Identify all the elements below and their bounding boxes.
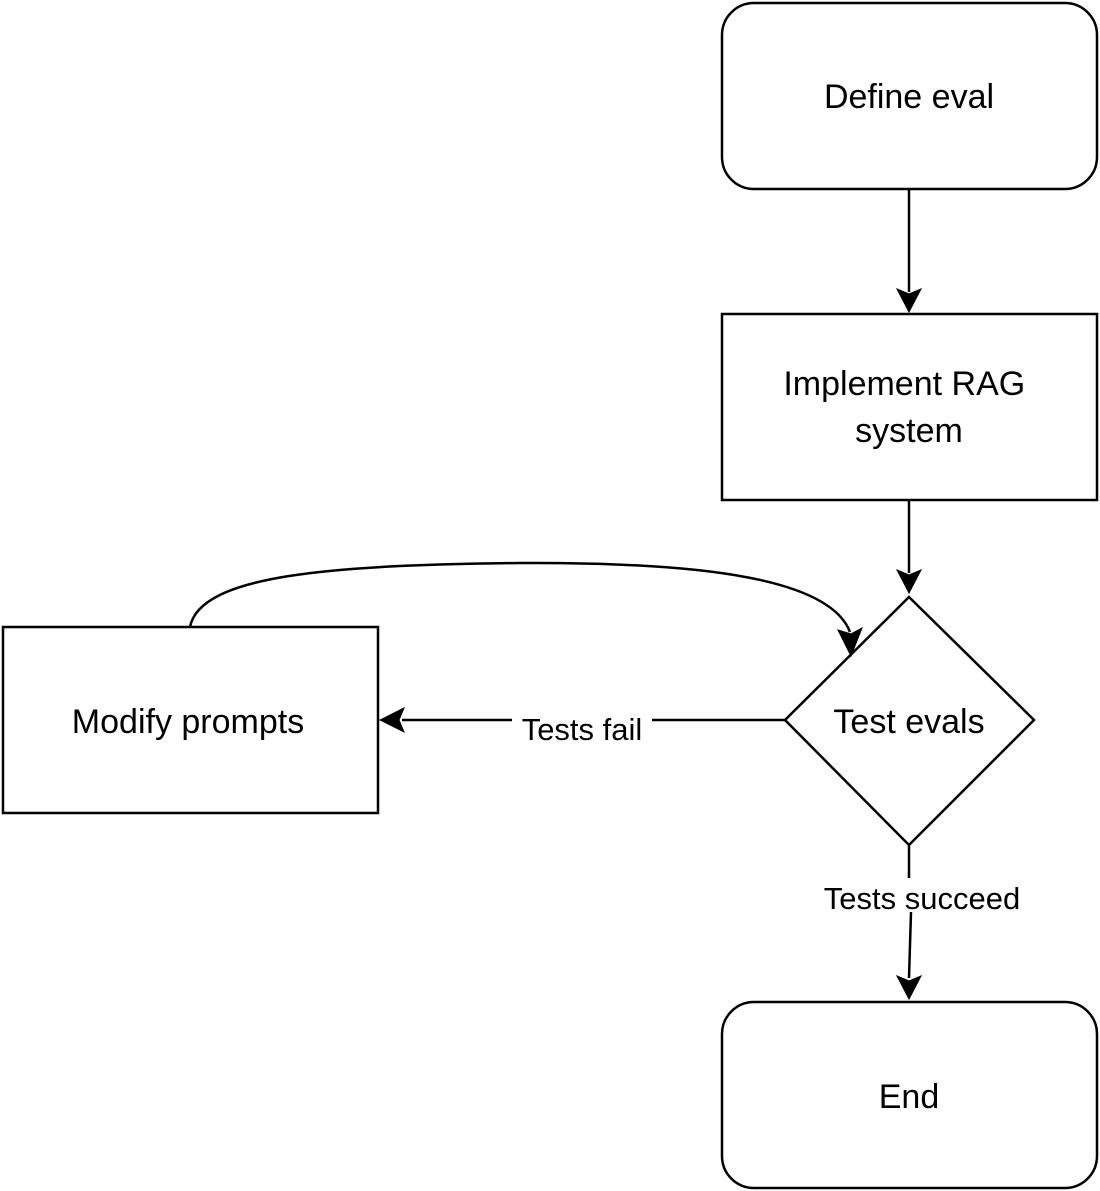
- edge-test-to-end: Tests succeed: [824, 845, 1020, 1001]
- edge-modify-to-test: [188, 561, 863, 658]
- implement-rag-label-line-1: Implement RAG: [783, 365, 1025, 403]
- modify-prompts-label: Modify prompts: [72, 703, 304, 741]
- arrow-head-icon: [895, 288, 923, 314]
- edge-modify-to-test-curve: [188, 561, 852, 633]
- modify-prompts-box: [1, 625, 380, 815]
- end-box: [720, 1000, 1099, 1190]
- node-end: End: [720, 1000, 1099, 1190]
- edge-test-to-end-line: [907, 845, 913, 979]
- arrow-head-icon: [895, 569, 923, 595]
- edge-implement-to-test: [895, 500, 923, 595]
- edge-test-to-modify: Tests fail: [378, 706, 785, 747]
- implement-rag-label: Implement RAG system: [783, 365, 1034, 450]
- tests-fail-label-background: [512, 708, 652, 746]
- node-define-eval: Define eval: [720, 1, 1099, 191]
- implement-rag-box: [720, 312, 1099, 502]
- node-test-evals: Test evals: [783, 595, 1036, 847]
- arrow-head-icon: [895, 975, 923, 1001]
- node-implement-rag: Implement RAG system: [720, 312, 1099, 502]
- tests-succeed-label: Tests succeed: [824, 881, 1020, 916]
- arrow-head-icon: [837, 626, 863, 658]
- define-eval-label: Define eval: [824, 78, 994, 116]
- implement-rag-label-line-2: system: [855, 412, 963, 450]
- test-evals-label: Test evals: [833, 703, 984, 741]
- end-label: End: [879, 1078, 940, 1116]
- edge-define-to-implement: [895, 189, 923, 314]
- node-modify-prompts: Modify prompts: [1, 625, 380, 815]
- tests-fail-label: Tests fail: [522, 712, 643, 747]
- arrow-head-icon: [378, 706, 405, 734]
